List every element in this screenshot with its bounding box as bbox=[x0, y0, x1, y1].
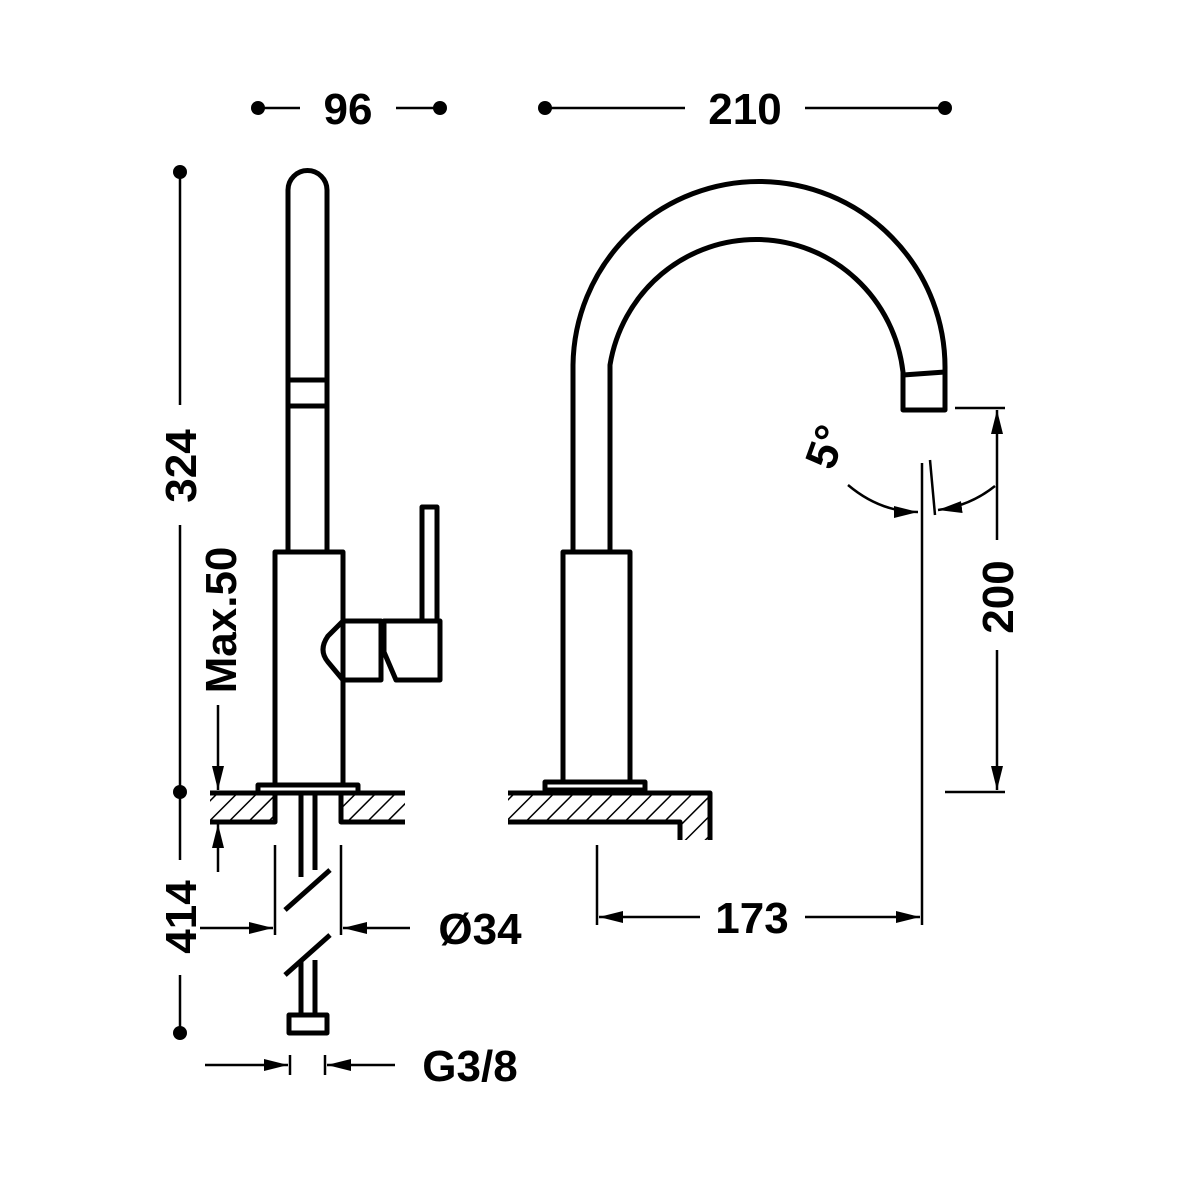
faucet-side-view bbox=[210, 168, 443, 1036]
dimension-max50: Max.50 bbox=[197, 547, 246, 872]
dimension-96: 96 bbox=[251, 85, 447, 134]
svg-text:324: 324 bbox=[157, 429, 206, 503]
faucet-front-view bbox=[508, 179, 948, 840]
svg-text:210: 210 bbox=[708, 85, 781, 134]
svg-text:Max.50: Max.50 bbox=[197, 547, 246, 694]
dimension-414: 414 bbox=[157, 792, 206, 1033]
svg-text:G3/8: G3/8 bbox=[422, 1042, 517, 1091]
svg-text:173: 173 bbox=[715, 894, 788, 943]
dimension-200: 200 bbox=[945, 406, 1023, 794]
svg-text:414: 414 bbox=[157, 880, 206, 954]
dimension-angle: 5° bbox=[796, 419, 996, 925]
svg-text:96: 96 bbox=[324, 85, 373, 134]
svg-text:5°: 5° bbox=[796, 419, 856, 475]
dimension-173: 173 bbox=[595, 845, 920, 943]
dimension-210: 210 bbox=[538, 85, 952, 134]
dimension-diameter: Ø34 bbox=[200, 905, 522, 954]
dimension-connection: G3/8 bbox=[205, 1042, 518, 1091]
svg-text:Ø34: Ø34 bbox=[438, 905, 522, 954]
svg-text:200: 200 bbox=[974, 560, 1023, 633]
